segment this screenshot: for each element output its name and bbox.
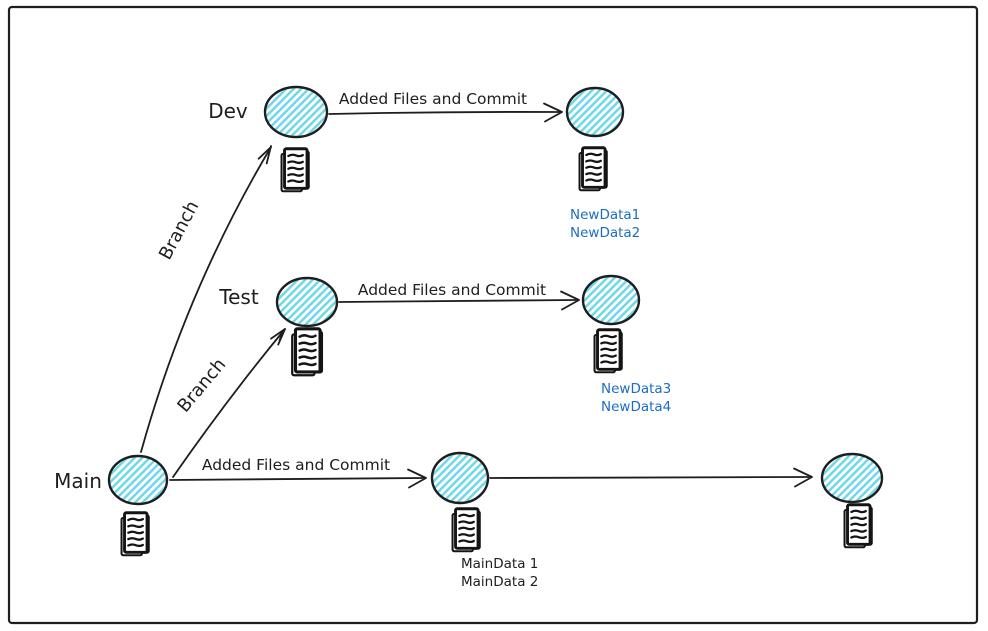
diagram-border xyxy=(7,5,979,625)
branch-arrow-main-to-dev xyxy=(140,145,272,453)
files-icon-test-1 xyxy=(290,327,324,377)
files-icon-dev-1 xyxy=(280,147,311,193)
annotation-dev-file-2: NewData2 xyxy=(570,225,640,241)
branch-name-main: Main xyxy=(54,469,102,493)
annotation-main-file-2: MainData 2 xyxy=(461,574,538,590)
branch-name-test: Test xyxy=(218,285,259,309)
commit-node-test-2 xyxy=(581,274,641,326)
annotation-test-file-2: NewData4 xyxy=(601,399,671,415)
commit-node-dev-1 xyxy=(263,85,329,139)
commit-arrow-main-1 xyxy=(169,468,427,489)
annotation-dev-file-1: NewData1 xyxy=(570,207,640,223)
branch-label-to-dev: Branch xyxy=(155,197,203,263)
branch-label-to-test: Branch xyxy=(173,354,230,416)
files-icon-dev-2 xyxy=(578,146,609,192)
annotation-main-file-1: MainData 1 xyxy=(461,556,538,572)
commit-node-main-3 xyxy=(820,452,884,504)
files-icon-main-3 xyxy=(843,503,874,549)
commit-node-test-1 xyxy=(275,276,339,328)
branch-name-dev: Dev xyxy=(208,99,248,123)
commit-edge-label-dev: Added Files and Commit xyxy=(339,90,527,108)
annotation-test-file-1: NewData3 xyxy=(601,381,671,397)
files-icon-test-2 xyxy=(593,328,624,374)
commit-arrow-test xyxy=(338,290,580,311)
commit-edge-label-main: Added Files and Commit xyxy=(202,456,390,474)
commit-node-main-2 xyxy=(430,451,490,505)
commit-arrow-dev xyxy=(328,102,563,123)
commit-edge-label-test: Added Files and Commit xyxy=(358,281,546,299)
files-icon-main-1 xyxy=(120,511,151,557)
commit-node-dev-2 xyxy=(565,86,625,138)
commit-node-main-1 xyxy=(107,454,169,506)
files-icon-main-2 xyxy=(451,507,482,553)
commit-arrow-main-2 xyxy=(489,467,813,488)
branch-arrow-main-to-test xyxy=(172,328,286,478)
